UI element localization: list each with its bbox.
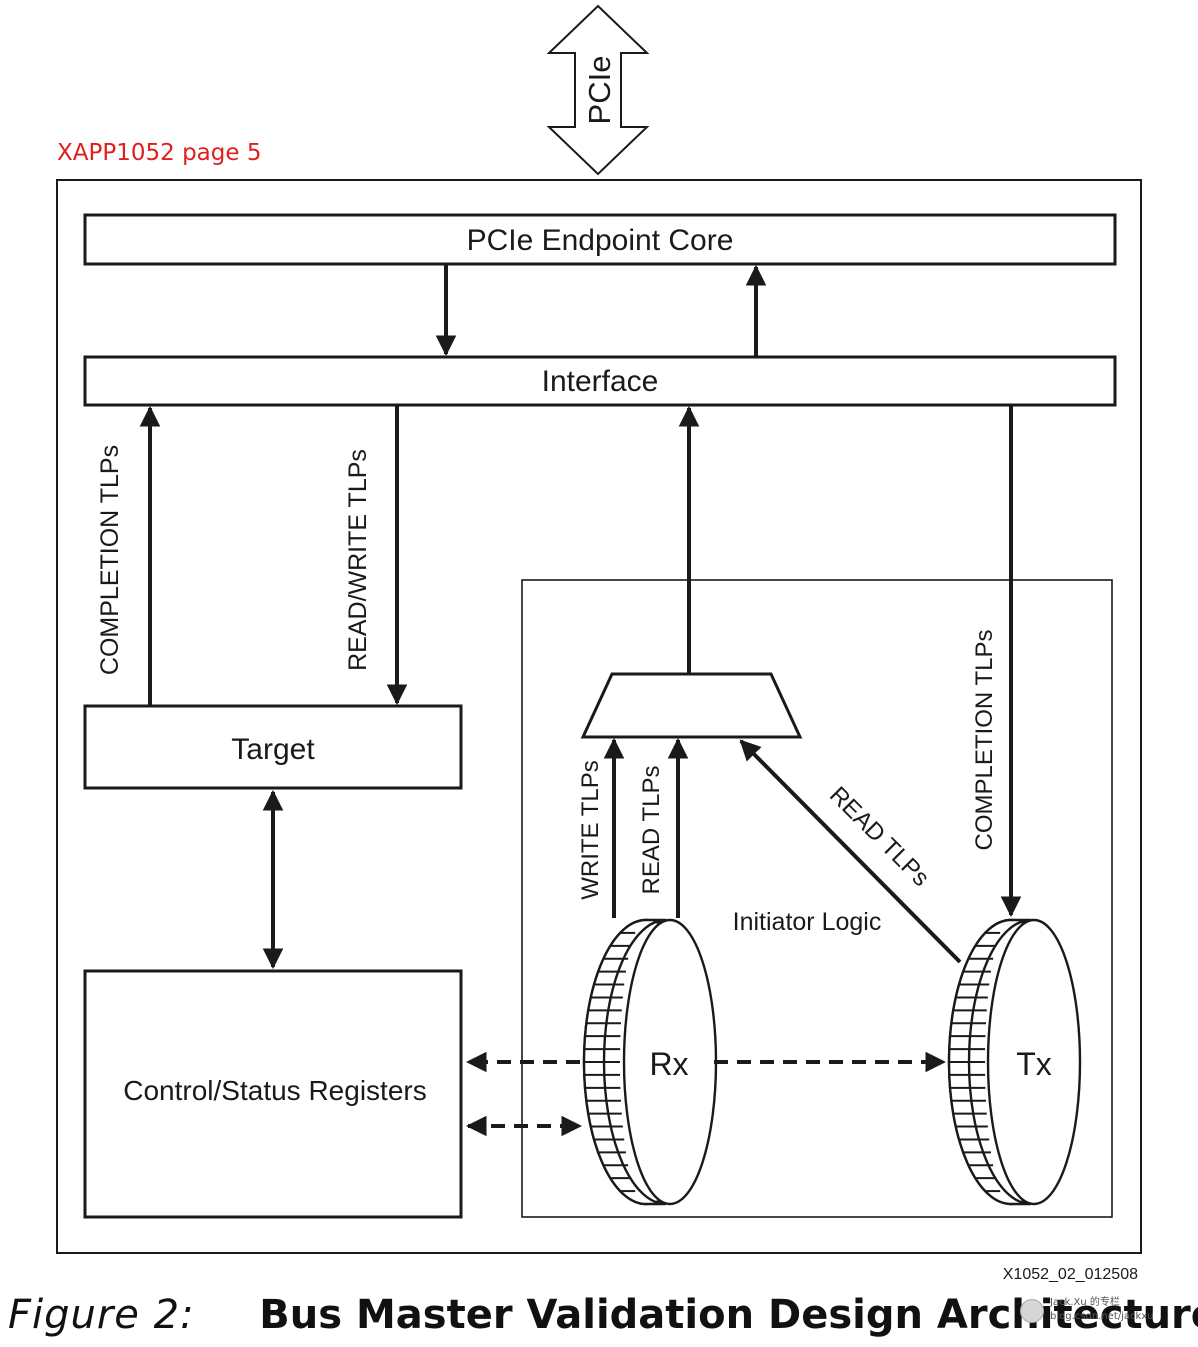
watermark-line-2: blog.csdn.net/jackxu xyxy=(1050,1311,1154,1322)
watermark: Jack.Xu 的专栏 blog.csdn.net/jackxu xyxy=(1018,1296,1188,1336)
csr-label: Control/Status Registers xyxy=(123,1075,426,1106)
caption-number: Figure 2: xyxy=(8,1292,195,1338)
tx-fifo-segments xyxy=(949,931,1001,1193)
watermark-line-1: Jack.Xu 的专栏 xyxy=(1050,1297,1120,1308)
source-note: XAPP1052 page 5 xyxy=(57,140,262,166)
csr-block: Control/Status Registers xyxy=(83,969,463,1219)
read-tlps-label: READ TLPs xyxy=(638,766,665,895)
tx-read-tlps-arrow xyxy=(739,739,962,964)
figure-id: X1052_02_012508 xyxy=(1003,1266,1138,1283)
initiator-label: Initiator Logic xyxy=(733,908,882,936)
target-read-write-label: READ/WRITE TLPs xyxy=(344,449,372,671)
rx-fifo: Rx xyxy=(582,918,718,1206)
rx-fifo-segments xyxy=(584,931,636,1193)
system-boundary xyxy=(56,179,1142,1254)
endpoint-core-block: PCIe Endpoint Core xyxy=(83,213,1117,266)
pcie-link-arrow: PCIe xyxy=(546,4,650,176)
interface-label: Interface xyxy=(542,365,659,398)
interface-block: Interface xyxy=(83,355,1117,407)
rx-label: Rx xyxy=(649,1046,688,1082)
target-completion-label: COMPLETION TLPs xyxy=(96,445,124,675)
write-tlps-label: WRITE TLPs xyxy=(577,760,604,900)
target-block: Target xyxy=(83,704,463,790)
tx-fifo: Tx xyxy=(947,918,1082,1206)
tlp-multiplexer xyxy=(580,672,803,739)
tx-completion-label: COMPLETION TLPs xyxy=(971,630,998,851)
initiator-boundary xyxy=(521,579,1113,1218)
watermark-logo-icon xyxy=(1020,1299,1044,1323)
target-label: Target xyxy=(231,733,315,766)
tx-read-tlps-label: READ TLPs xyxy=(824,782,934,892)
endpoint-core-label: PCIe Endpoint Core xyxy=(467,224,734,257)
tx-label: Tx xyxy=(1016,1046,1052,1082)
pcie-label: PCIe xyxy=(582,56,617,125)
